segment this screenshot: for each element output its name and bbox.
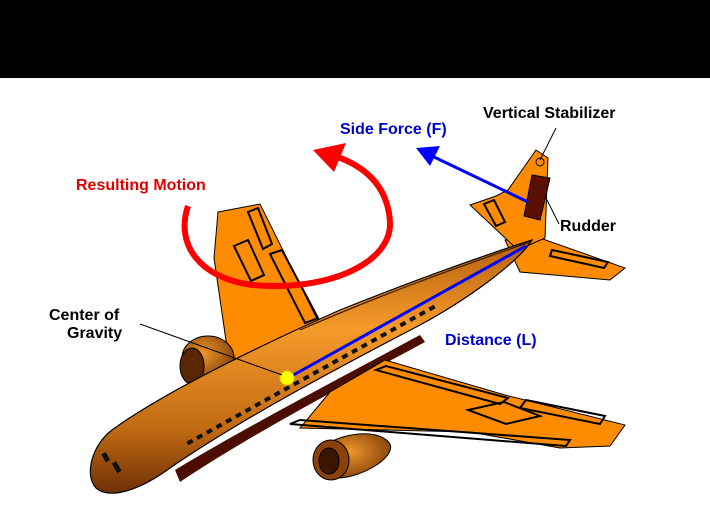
rudder-label: Rudder (560, 218, 616, 235)
cabin-window (428, 304, 436, 312)
cabin-window (370, 336, 378, 344)
side-force-label: Side Force (F) (340, 121, 447, 138)
cabin-window (215, 422, 223, 430)
cabin-window (321, 363, 330, 371)
cabin-window (360, 342, 368, 349)
cabin-window (234, 411, 242, 419)
left-wing-panels (232, 206, 320, 325)
fuselage-belly-stripe (175, 335, 425, 482)
top-black-band (0, 0, 710, 78)
right-wing-panels (289, 364, 607, 448)
cabin-window (350, 347, 359, 355)
cabin-window (225, 417, 233, 424)
resulting-motion-label: Resulting Motion (76, 177, 206, 194)
leader-lines (139, 127, 560, 376)
cockpit-windows (101, 452, 122, 474)
cabin-window (399, 320, 407, 328)
cabin-window (331, 358, 339, 365)
cabin-window (205, 428, 213, 435)
cabin-window (196, 433, 204, 440)
cabin-window (389, 326, 397, 333)
cabin-window (244, 406, 252, 414)
center-of-gravity-label-line1: Center of (49, 307, 120, 324)
cabin-window (263, 395, 272, 403)
distance-label: Distance (L) (445, 332, 537, 349)
stabilizer-elevator (548, 248, 610, 270)
resulting-motion-arrow (181, 143, 394, 289)
cabin-window (341, 353, 349, 360)
cabin-window (312, 369, 320, 376)
cabin-window (292, 379, 301, 387)
cabin-window (418, 310, 426, 317)
center-of-gravity-marker (279, 370, 295, 386)
cabin-window (409, 315, 417, 322)
center-of-gravity-label-line2: Gravity (67, 325, 123, 342)
cabin-window (380, 331, 388, 339)
cabin-windows (186, 304, 436, 446)
distance-line (287, 244, 527, 380)
cabin-window (283, 385, 291, 392)
side-force-arrow (416, 146, 529, 204)
cabin-window (254, 401, 262, 408)
vertical-stabilizer-label: Vertical Stabilizer (483, 105, 616, 122)
right-engine (312, 433, 392, 481)
cabin-window (302, 374, 310, 381)
cabin-window (273, 390, 281, 397)
cabin-window (186, 438, 194, 446)
